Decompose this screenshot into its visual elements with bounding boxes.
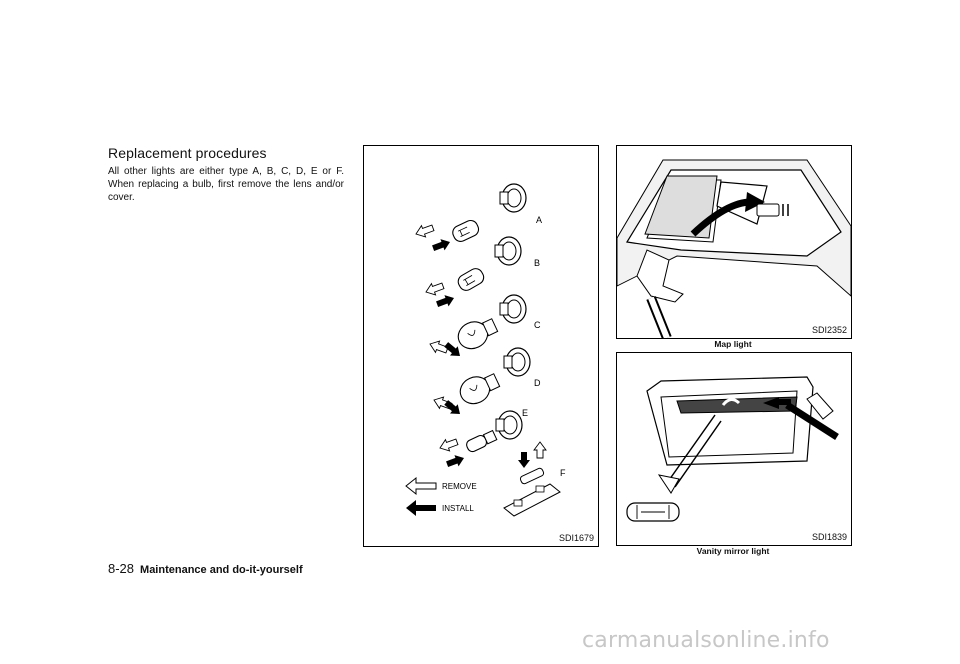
- page-number: 8-28: [108, 561, 135, 576]
- figure-code-map-light: SDI2352: [811, 325, 847, 335]
- page-footer: 8-28 Maintenance and do-it-yourself: [108, 561, 303, 576]
- bulb-label-d: D: [534, 378, 541, 388]
- figure-code-vanity: SDI1839: [811, 532, 847, 542]
- section-heading: Replacement procedures: [108, 145, 267, 161]
- watermark-text: carmanualsonline.info: [582, 628, 830, 653]
- legend-install-label: INSTALL: [442, 504, 474, 513]
- map-light-illustration: [616, 159, 852, 340]
- bulb-f-icon: [503, 441, 561, 517]
- bulb-types-illustration: A B C D: [405, 183, 566, 517]
- bulb-label-e: E: [522, 408, 528, 418]
- footer-section-title: Maintenance and do-it-yourself: [140, 564, 303, 576]
- legend-install-arrow-icon: [406, 500, 436, 516]
- bulb-label-c: C: [534, 320, 541, 330]
- bulb-d-icon: [431, 347, 531, 419]
- legend-remove-label: REMOVE: [442, 482, 477, 491]
- vanity-mirror-figure: SDI1839: [616, 352, 852, 546]
- vanity-mirror-illustration: [626, 376, 839, 522]
- legend-remove-arrow-icon: [405, 476, 437, 496]
- caption-map-light: Map light: [714, 339, 752, 349]
- bulb-e-icon: [437, 410, 523, 470]
- figure-code-bulbs: SDI1679: [558, 533, 594, 543]
- bulb-label-f: F: [560, 468, 566, 478]
- caption-vanity-mirror: Vanity mirror light: [696, 546, 770, 556]
- bulb-label-b: B: [534, 258, 540, 268]
- map-light-figure: SDI2352: [616, 145, 852, 340]
- bulb-types-figure: A B C D: [363, 145, 599, 547]
- bulb-label-a: A: [536, 215, 542, 225]
- section-paragraph: All other lights are either type A, B, C…: [108, 166, 344, 203]
